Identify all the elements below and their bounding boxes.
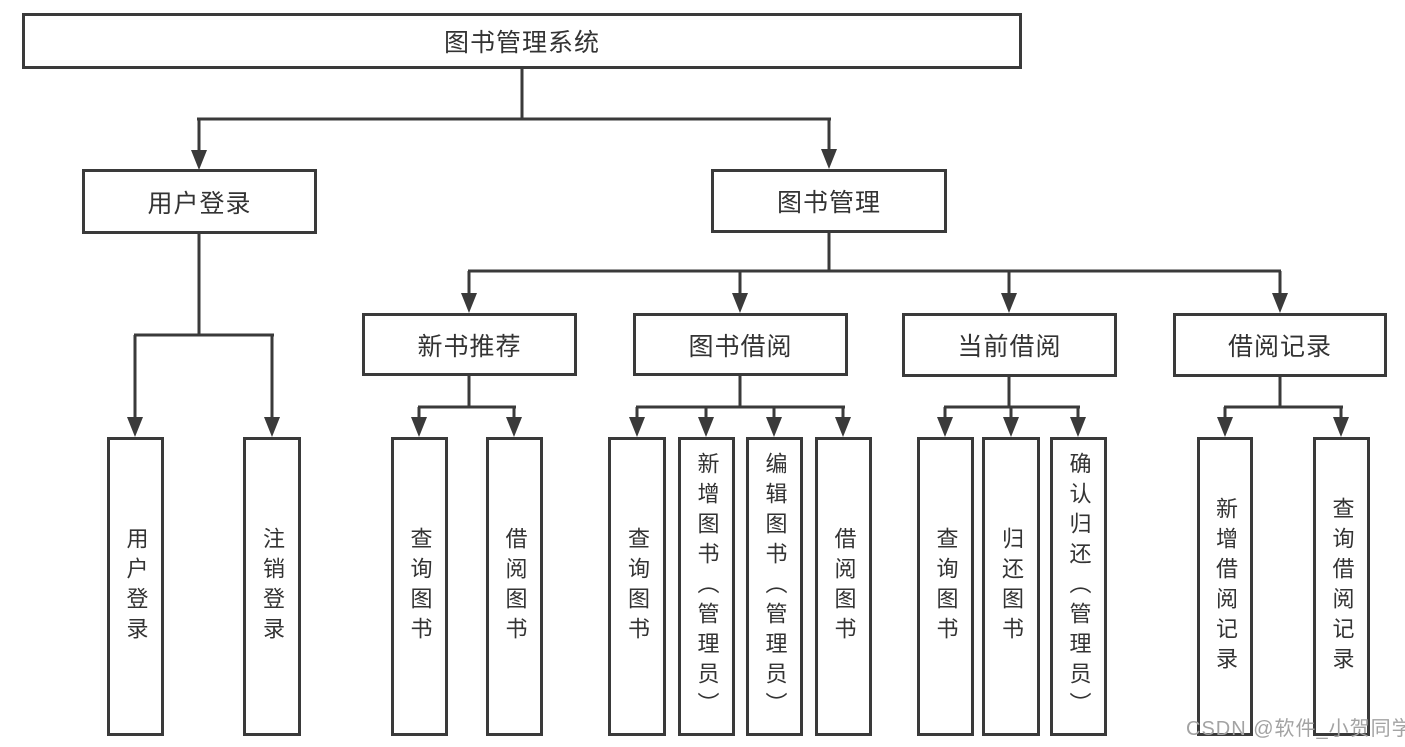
node-label: 借阅图书: [502, 526, 528, 647]
node-label: 查询借阅记录: [1329, 496, 1355, 677]
node-label: 借阅记录: [1227, 333, 1332, 361]
node-label: 查询图书: [407, 526, 433, 647]
watermark: CSDN @软件_小贺同学: [1186, 718, 1405, 740]
node-label: 归还图书: [999, 526, 1024, 647]
arrow-down-icon: [1003, 417, 1019, 437]
arrow-down-icon: [698, 417, 714, 437]
node-label: 编辑图书（管理员）: [762, 451, 788, 722]
arrow-down-icon: [1272, 293, 1288, 313]
node-label: 查询图书: [625, 526, 650, 647]
connector-current-borrowing-children: [937, 377, 1086, 437]
leaf-query-book-current: 查询图书: [917, 437, 974, 736]
arrow-down-icon: [732, 293, 748, 313]
leaf-borrow-book: 借阅图书: [815, 437, 872, 736]
arrow-down-icon: [629, 417, 645, 437]
node-label: 新书推荐: [417, 332, 522, 361]
node-new-book-recommendation: 新书推荐: [362, 313, 577, 376]
connector-new-book-children: [411, 376, 522, 437]
node-label: 用户登录: [147, 189, 252, 218]
node-label: 确认归还（管理员）: [1066, 451, 1092, 722]
connector-user-login-children: [127, 234, 280, 437]
arrow-down-icon: [1001, 293, 1017, 313]
node-book-borrowing: 图书借阅: [633, 313, 848, 376]
node-label: 新增借阅记录: [1213, 496, 1238, 677]
node-label: 当前借阅: [957, 333, 1062, 361]
arrow-down-icon: [264, 417, 280, 437]
leaf-logout: 注销登录: [243, 437, 301, 736]
arrow-down-icon: [506, 417, 522, 437]
node-label: 用户登录: [123, 526, 149, 647]
connector-root-to-level2: [191, 69, 837, 170]
node-label: 查询图书: [933, 526, 959, 647]
arrow-down-icon: [766, 417, 782, 437]
node-label: 图书借阅: [688, 332, 793, 361]
arrow-down-icon: [191, 150, 207, 170]
arrow-down-icon: [411, 417, 427, 437]
leaf-confirm-return-admin: 确认归还（管理员）: [1050, 437, 1107, 736]
node-user-login: 用户登录: [82, 169, 317, 234]
node-label: 注销登录: [260, 526, 285, 647]
node-label: 新增图书（管理员）: [694, 451, 720, 722]
arrow-down-icon: [937, 417, 953, 437]
arrow-down-icon: [1333, 417, 1349, 437]
connector-borrowing-records-children: [1217, 377, 1349, 437]
leaf-edit-book-admin: 编辑图书（管理员）: [746, 437, 803, 736]
leaf-add-borrow-record: 新增借阅记录: [1197, 437, 1253, 736]
connector-book-borrowing-children: [629, 376, 851, 437]
node-book-management: 图书管理: [711, 169, 947, 233]
arrow-down-icon: [821, 149, 837, 169]
arrow-down-icon: [461, 293, 477, 313]
leaf-query-borrow-record: 查询借阅记录: [1313, 437, 1370, 736]
node-library-management-system: 图书管理系统: [22, 13, 1022, 69]
node-label: 图书管理: [776, 189, 881, 217]
leaf-user-login: 用户登录: [107, 437, 164, 736]
leaf-query-book-borrowing: 查询图书: [608, 437, 666, 736]
leaf-borrow-book-recommend: 借阅图书: [486, 437, 543, 736]
node-label: 图书管理系统: [443, 29, 600, 57]
arrow-down-icon: [1070, 417, 1086, 437]
arrow-down-icon: [1217, 417, 1233, 437]
leaf-query-book-recommend: 查询图书: [391, 437, 448, 736]
node-current-borrowing: 当前借阅: [902, 313, 1117, 377]
leaf-return-book: 归还图书: [982, 437, 1040, 736]
arrow-down-icon: [127, 417, 143, 437]
connector-book-management-children: [461, 233, 1288, 313]
arrow-down-icon: [835, 417, 851, 437]
node-label: 借阅图书: [831, 526, 857, 647]
node-borrowing-records: 借阅记录: [1173, 313, 1387, 377]
leaf-add-book-admin: 新增图书（管理员）: [678, 437, 735, 736]
